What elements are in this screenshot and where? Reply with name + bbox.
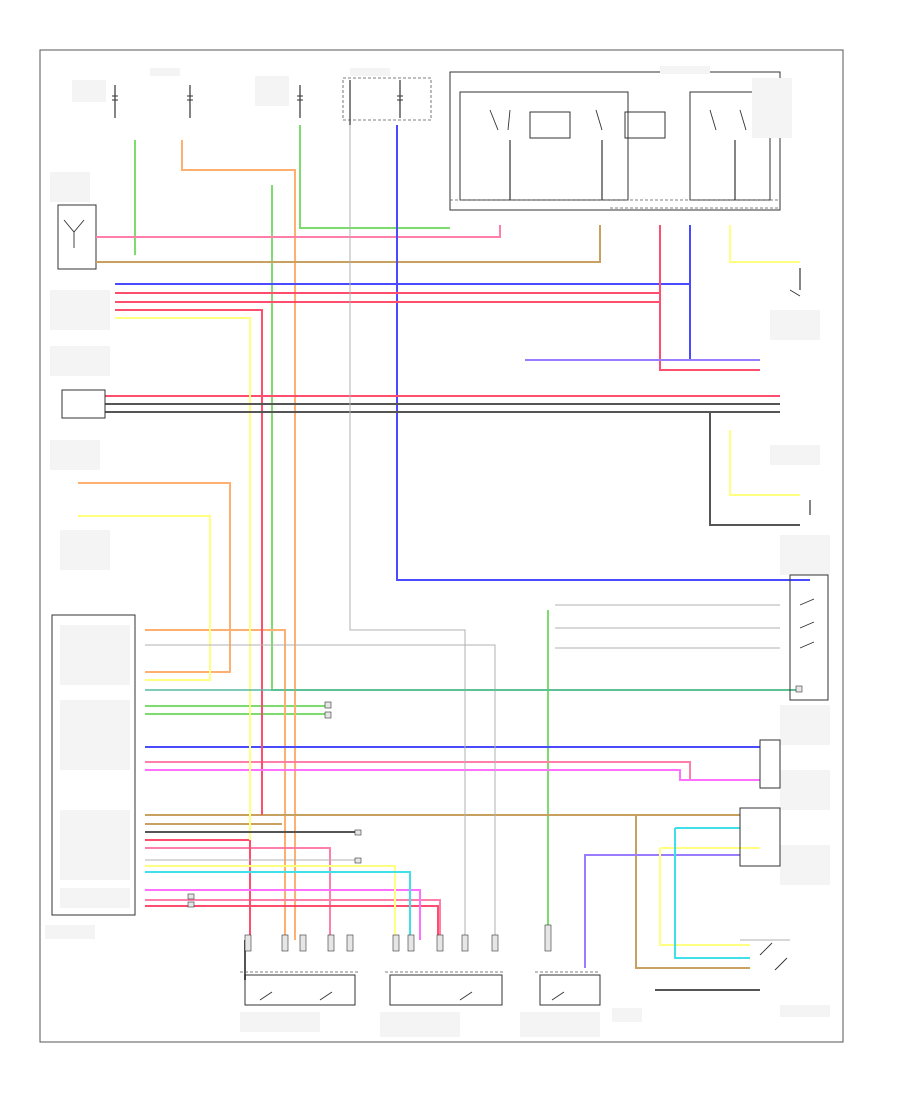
top-labels xyxy=(45,66,830,1037)
wires xyxy=(78,125,810,991)
connector-ends xyxy=(187,685,803,908)
fuse-block-left xyxy=(112,77,432,125)
relay-box xyxy=(449,71,781,211)
right-modules xyxy=(739,268,829,971)
switch-connector-top-left xyxy=(57,204,97,270)
diagram-frame xyxy=(39,49,844,1043)
control-unit xyxy=(51,389,136,916)
bottom-switches xyxy=(240,924,601,1006)
